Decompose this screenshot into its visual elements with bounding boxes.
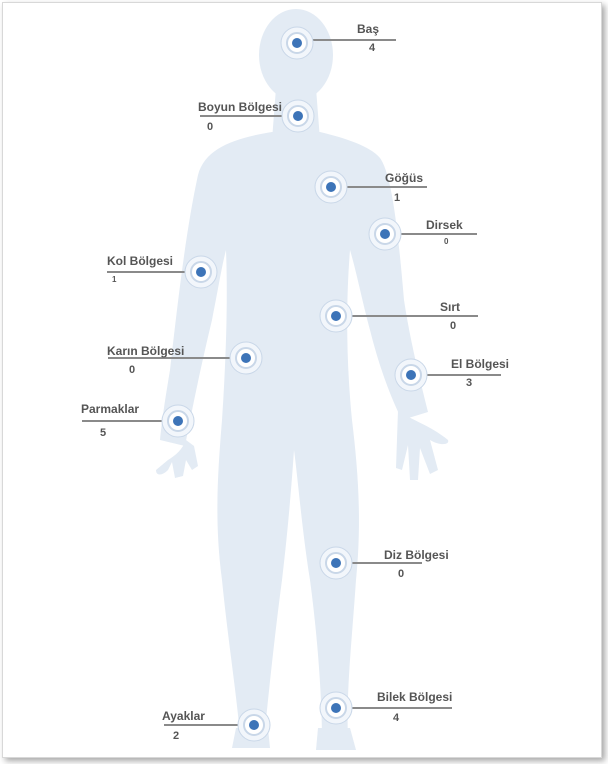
region-label-bas: Baş [357,22,379,36]
region-value-diz: 0 [398,568,404,580]
region-label-bilek: Bilek Bölgesi [377,690,452,704]
region-marker-bilek[interactable] [331,703,341,713]
region-value-bilek: 4 [393,712,399,724]
region-value-bas: 4 [369,42,375,54]
region-label-kol: Kol Bölgesi [107,254,173,268]
region-label-diz: Diz Bölgesi [384,548,449,562]
region-label-dirsek: Dirsek [426,218,463,232]
region-label-ayaklar: Ayaklar [162,709,205,723]
region-value-gogus: 1 [394,192,400,204]
region-label-sirt: Sırt [440,300,460,314]
region-marker-parmaklar[interactable] [173,416,183,426]
region-marker-dirsek[interactable] [380,229,390,239]
region-marker-ayaklar[interactable] [249,720,259,730]
region-value-karin: 0 [129,364,135,376]
region-marker-boyun[interactable] [293,111,303,121]
region-value-parmaklar: 5 [100,427,106,439]
region-marker-diz[interactable] [331,558,341,568]
region-marker-kol[interactable] [196,267,206,277]
region-value-kol: 1 [112,274,116,286]
region-label-boyun: Boyun Bölgesi [198,100,282,114]
region-marker-karin[interactable] [241,353,251,363]
region-label-el: El Bölgesi [451,357,509,371]
region-value-el: 3 [466,377,472,389]
region-label-gogus: Göğüs [385,171,423,185]
region-marker-el[interactable] [406,370,416,380]
region-value-boyun: 0 [207,121,213,133]
region-label-parmaklar: Parmaklar [81,402,139,416]
region-label-karin: Karın Bölgesi [107,344,184,358]
region-marker-sirt[interactable] [331,311,341,321]
region-marker-gogus[interactable] [326,182,336,192]
region-value-dirsek: 0 [444,236,448,248]
region-marker-bas[interactable] [292,38,302,48]
region-value-sirt: 0 [450,320,456,332]
region-value-ayaklar: 2 [173,730,179,742]
